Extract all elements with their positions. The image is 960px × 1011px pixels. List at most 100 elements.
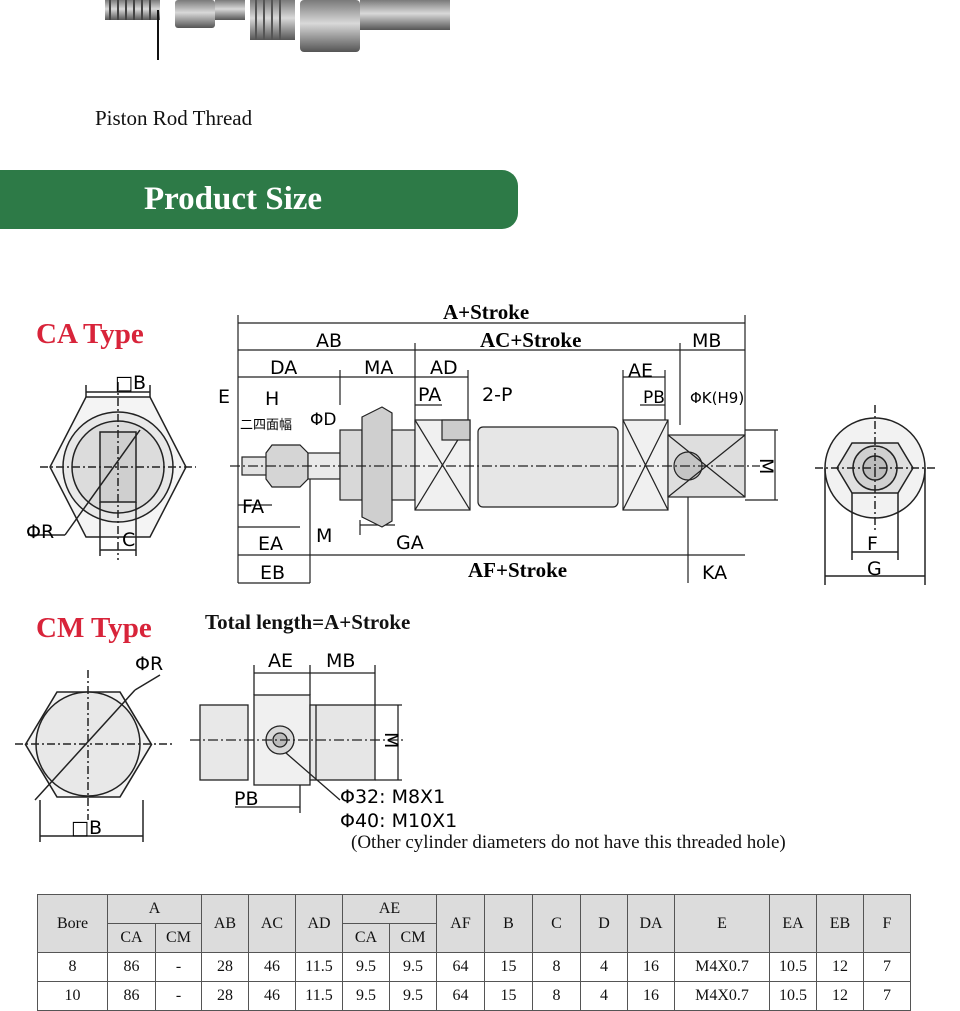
cm-note-1: Φ32: M8X1	[340, 786, 445, 808]
table-cell: 15	[484, 981, 533, 1011]
ca-dim-ae: AE	[628, 360, 653, 382]
th-a: A	[107, 894, 202, 924]
table-cell: 86	[107, 952, 156, 982]
th-eb: EB	[816, 894, 864, 953]
th-a-ca: CA	[107, 923, 156, 953]
table-cell: 9.5	[342, 952, 390, 982]
ca-dim-ea: EA	[258, 533, 283, 555]
piston-rod-photo	[105, 0, 450, 60]
th-f: F	[863, 894, 911, 953]
table-cell: 64	[436, 981, 485, 1011]
ca-dim-ac-stroke: AC+Stroke	[480, 328, 581, 352]
ca-dim-mb: MB	[692, 330, 721, 352]
cm-dim-ae: AE	[268, 650, 293, 672]
table-cell: 9.5	[389, 981, 437, 1011]
table-cell: 12	[816, 981, 864, 1011]
th-a-cm: CM	[155, 923, 202, 953]
table-cell: 4	[580, 952, 628, 982]
ca-dim-pb: PB	[643, 388, 665, 408]
table-cell: 9.5	[342, 981, 390, 1011]
ca-dim-m: M	[755, 458, 777, 474]
ca-dim-m2: M	[316, 525, 332, 547]
ca-dim-eb: EB	[260, 562, 285, 584]
table-cell: 11.5	[295, 981, 343, 1011]
th-ac: AC	[248, 894, 296, 953]
table-cell: 8	[37, 952, 108, 982]
table-cell: 8	[532, 981, 581, 1011]
th-d: D	[580, 894, 628, 953]
cm-side-view: AE MB M PB Φ32: M8X1 Φ40: M10X1	[190, 650, 457, 832]
ca-dim-e: E	[218, 386, 230, 408]
ca-end-view-right: F G	[815, 405, 935, 585]
th-ea: EA	[769, 894, 817, 953]
table-cell: 46	[248, 981, 296, 1011]
table-cell: 10	[37, 981, 108, 1011]
ca-dim-g: G	[867, 558, 882, 580]
table-cell: 16	[627, 952, 675, 982]
table-cell: 86	[107, 981, 156, 1011]
th-da: DA	[627, 894, 675, 953]
ca-dim-ab: AB	[316, 330, 342, 352]
cm-end-view: ΦR □B	[15, 653, 175, 842]
th-ae-ca: CA	[342, 923, 390, 953]
ca-dim-a-stroke: A+Stroke	[443, 300, 529, 324]
th-ae-cm: CM	[389, 923, 437, 953]
cm-dim-mb: MB	[326, 650, 355, 672]
table-row: 8 86 - 28 46 11.5 9.5 9.5 64 15 8 4 16 M…	[37, 952, 911, 982]
ca-dim-fa: FA	[242, 496, 264, 518]
photo-caption: Piston Rod Thread	[95, 106, 253, 130]
table-cell: 28	[201, 981, 249, 1011]
table-cell: 4	[580, 981, 628, 1011]
ca-dim-phik: ΦK(H9)	[690, 389, 744, 407]
ca-dim-b: □B	[115, 372, 146, 394]
cm-dim-b: □B	[71, 817, 102, 839]
ca-dim-ga: GA	[396, 532, 424, 554]
table-cell: 16	[627, 981, 675, 1011]
table-cell: M4X0.7	[674, 981, 770, 1011]
cm-dim-pb: PB	[234, 788, 259, 810]
th-c: C	[532, 894, 581, 953]
ca-dim-c: C	[122, 529, 135, 551]
cm-footnote: (Other cylinder diameters do not have th…	[351, 832, 786, 853]
table-cell: 46	[248, 952, 296, 982]
table-subheader-row: CA CM CA CM	[38, 923, 911, 953]
table-row: 10 86 - 28 46 11.5 9.5 9.5 64 15 8 4 16 …	[37, 981, 911, 1011]
ca-dim-r: ΦR	[26, 521, 54, 543]
cm-dim-r: ΦR	[135, 653, 163, 675]
table-cell: 9.5	[389, 952, 437, 982]
table-cell: 28	[201, 952, 249, 982]
cm-note-2: Φ40: M10X1	[340, 810, 457, 832]
table-cell: 10.5	[769, 981, 817, 1011]
table-cell: 12	[816, 952, 864, 982]
table-cell: 7	[863, 981, 911, 1011]
table-cell: 15	[484, 952, 533, 982]
th-b: B	[484, 894, 533, 953]
ca-dim-da: DA	[270, 357, 297, 379]
table-header-row: Bore A AB AC AD AE AF B C D DA E EA EB F	[37, 894, 911, 953]
ca-dim-ma: MA	[364, 357, 393, 379]
table-cell: -	[155, 981, 202, 1011]
table-cell: M4X0.7	[674, 952, 770, 982]
table-cell: 10.5	[769, 952, 817, 982]
table-cell: 64	[436, 952, 485, 982]
section-title: Product Size	[143, 181, 323, 217]
th-ae: AE	[342, 894, 437, 924]
ca-side-view: A+Stroke AC+Stroke AF+Stroke AB MB DA MA…	[218, 300, 778, 584]
th-ab: AB	[201, 894, 249, 953]
table-cell: 7	[863, 952, 911, 982]
spec-table: Bore A AB AC AD AE AF B C D DA E EA EB F…	[37, 894, 911, 1011]
ca-end-view-left: □B C ΦR	[26, 372, 196, 560]
cm-total-length: Total length=A+Stroke	[205, 610, 411, 634]
ca-dim-f: F	[867, 533, 878, 555]
ca-dim-ad: AD	[430, 357, 458, 379]
th-ad: AD	[295, 894, 343, 953]
table-cell: 8	[532, 952, 581, 982]
th-af: AF	[436, 894, 485, 953]
cm-type-title: CM Type	[36, 612, 152, 644]
ca-dim-h: H	[265, 388, 279, 410]
ca-dim-pa: PA	[418, 384, 441, 406]
ca-dim-ka: KA	[702, 562, 727, 584]
th-bore: Bore	[37, 894, 108, 953]
ca-dim-two-p: 2-P	[482, 384, 512, 406]
section-banner: Product Size	[0, 170, 518, 229]
